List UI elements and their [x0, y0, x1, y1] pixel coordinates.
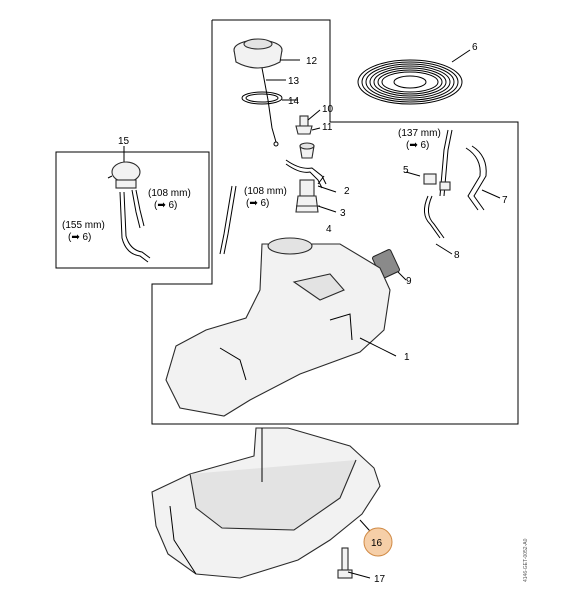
callout-15: 15: [118, 136, 130, 147]
suction-hose: [424, 195, 441, 239]
tank-housing: [151, 427, 381, 579]
callout-16-highlight: [363, 527, 393, 557]
callout-16: 16: [371, 538, 383, 549]
hose-155: [119, 191, 149, 263]
vent-hose: [285, 159, 327, 185]
callout-10: 10: [322, 104, 334, 115]
callout-5: 5: [403, 165, 409, 176]
hose-137: [439, 129, 449, 197]
primer-bulb: [107, 161, 141, 189]
document-code: 4146-GET-0052-A0: [523, 538, 529, 582]
callout-3: 3: [340, 208, 346, 219]
carburetor-frame: [55, 151, 210, 269]
note-137-ref: (➡ 6): [406, 140, 429, 151]
o-ring: [241, 91, 283, 105]
vent-valve: [295, 115, 313, 135]
pickup-body: [295, 179, 320, 213]
callout-11: 11: [322, 122, 333, 133]
callout-17: 17: [374, 574, 386, 585]
callout-8: 8: [454, 250, 460, 261]
callout-4: 4: [326, 224, 332, 235]
callout-9: 9: [406, 276, 412, 287]
upper-frame: [151, 19, 519, 425]
fuel-tank: [165, 237, 391, 417]
callout-1: 1: [404, 352, 410, 363]
note-108b-length: (108 mm): [244, 186, 287, 197]
hose-108-b: [219, 185, 233, 255]
callout-6: 6: [472, 42, 478, 53]
hose-coil: [357, 59, 463, 105]
note-137-length: (137 mm): [398, 128, 441, 139]
note-108a-ref: (➡ 6): [154, 200, 177, 211]
screw: [337, 547, 353, 579]
callout-2: 2: [344, 186, 350, 197]
callout-13: 13: [288, 76, 300, 87]
grommet: [299, 142, 315, 159]
note-108a-length: (108 mm): [148, 188, 191, 199]
fitting: [423, 173, 451, 191]
callout-7: 7: [502, 195, 508, 206]
fuel-cap: [233, 38, 283, 69]
note-155-ref: (➡ 6): [68, 232, 91, 243]
retainer-strap: [261, 67, 277, 143]
note-108b-ref: (➡ 6): [246, 198, 269, 209]
note-155-length: (155 mm): [62, 220, 105, 231]
callout-12: 12: [306, 56, 318, 67]
hose-108-a: [131, 189, 141, 229]
return-hose: [465, 147, 481, 211]
callout-14: 14: [288, 96, 300, 107]
